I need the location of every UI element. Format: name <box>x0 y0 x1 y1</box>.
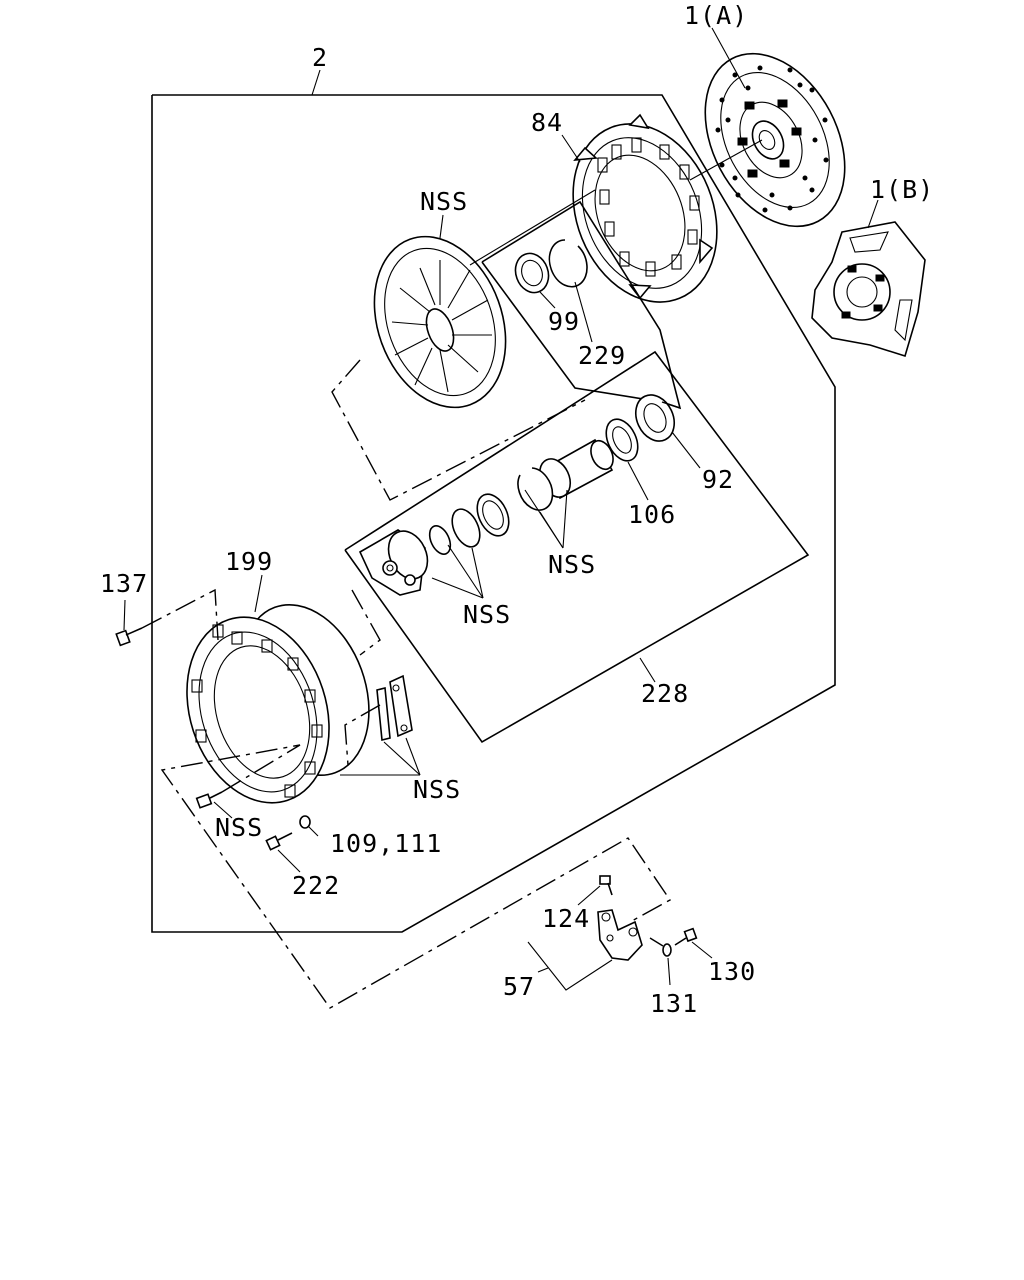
washer-131 <box>662 943 672 957</box>
bolt-nss <box>195 791 223 809</box>
leader-57 <box>537 967 549 973</box>
guide-92 <box>661 401 681 409</box>
callout-228: 228 <box>641 679 689 708</box>
clutch-cover-84 <box>572 113 718 303</box>
piston-rings-nss <box>428 493 510 555</box>
assembly-228-outline <box>344 350 810 744</box>
guide-plate <box>331 359 586 501</box>
leader-106 <box>627 461 649 501</box>
callout-nss-bracket: NSS <box>413 775 461 804</box>
leader-131 <box>667 957 671 986</box>
leader-1a <box>711 27 746 89</box>
clutch-housing-199 <box>186 603 370 804</box>
bolt-130 <box>674 927 698 946</box>
leader-199 <box>254 574 263 613</box>
guide-130 <box>649 937 664 947</box>
leader-nss-bolt <box>213 801 233 819</box>
leaders-nss-piston <box>431 544 484 599</box>
washer-109-111 <box>299 815 311 829</box>
guide-137 <box>141 588 219 641</box>
callout-222: 222 <box>292 871 340 900</box>
release-bearing-nss <box>358 529 429 596</box>
callout-nss-bolt: NSS <box>215 813 263 842</box>
leader-2 <box>311 69 321 96</box>
leader-99 <box>539 291 556 309</box>
callout-131: 131 <box>650 989 698 1018</box>
guide-bracket <box>344 704 381 766</box>
leader-130 <box>691 941 713 959</box>
leader-84 <box>561 134 581 163</box>
callout-nss-seal: NSS <box>548 550 596 579</box>
callout-99: 99 <box>548 307 580 336</box>
callout-nss-piston: NSS <box>463 600 511 629</box>
bearing-99 <box>514 252 550 294</box>
leaders-nss-bracket <box>340 737 421 776</box>
callout-106: 106 <box>628 500 676 529</box>
callout-109-111: 109,111 <box>330 829 442 858</box>
leader-nss-plate <box>439 214 444 239</box>
callout-1b: 1(B) <box>870 175 934 204</box>
fork-bracket-57 <box>597 909 643 961</box>
callout-1a: 1(A) <box>684 1 748 30</box>
snap-ring-nss <box>517 467 554 511</box>
callout-137: 137 <box>100 569 148 598</box>
callout-57: 57 <box>503 972 535 1001</box>
callout-2: 2 <box>312 43 328 72</box>
link-plates-nss <box>376 674 413 742</box>
callout-199: 199 <box>225 547 273 576</box>
clutch-disc-1b <box>811 221 926 358</box>
leader-222 <box>277 849 301 873</box>
guide-housing <box>160 744 672 1009</box>
bolt-137 <box>115 627 143 647</box>
guide-release <box>351 589 381 656</box>
callout-nss-plate: NSS <box>420 187 468 216</box>
assembly-2-outline <box>151 94 836 933</box>
callout-124: 124 <box>542 904 590 933</box>
leader-228 <box>639 657 656 683</box>
leader-92 <box>671 431 701 469</box>
callout-130: 130 <box>708 957 756 986</box>
leader-137 <box>123 599 126 631</box>
sleeve-nss <box>538 438 614 500</box>
axis-plate-cover <box>469 189 596 266</box>
leader-124 <box>577 885 601 906</box>
callout-92: 92 <box>702 465 734 494</box>
bolt-124 <box>599 875 613 896</box>
clutch-disc-1a <box>704 52 846 228</box>
bracket-57 <box>527 941 613 991</box>
axis-84-1a <box>689 139 763 181</box>
callout-229: 229 <box>578 341 626 370</box>
leader-229 <box>574 281 593 343</box>
callout-84: 84 <box>531 108 563 137</box>
bolt-222 <box>265 832 293 851</box>
snap-ring-229 <box>548 239 588 288</box>
leader-109-111 <box>307 825 319 837</box>
pressure-plate-nss <box>373 235 507 409</box>
leaders-nss-seal <box>524 489 568 549</box>
leader-1b <box>867 199 879 229</box>
